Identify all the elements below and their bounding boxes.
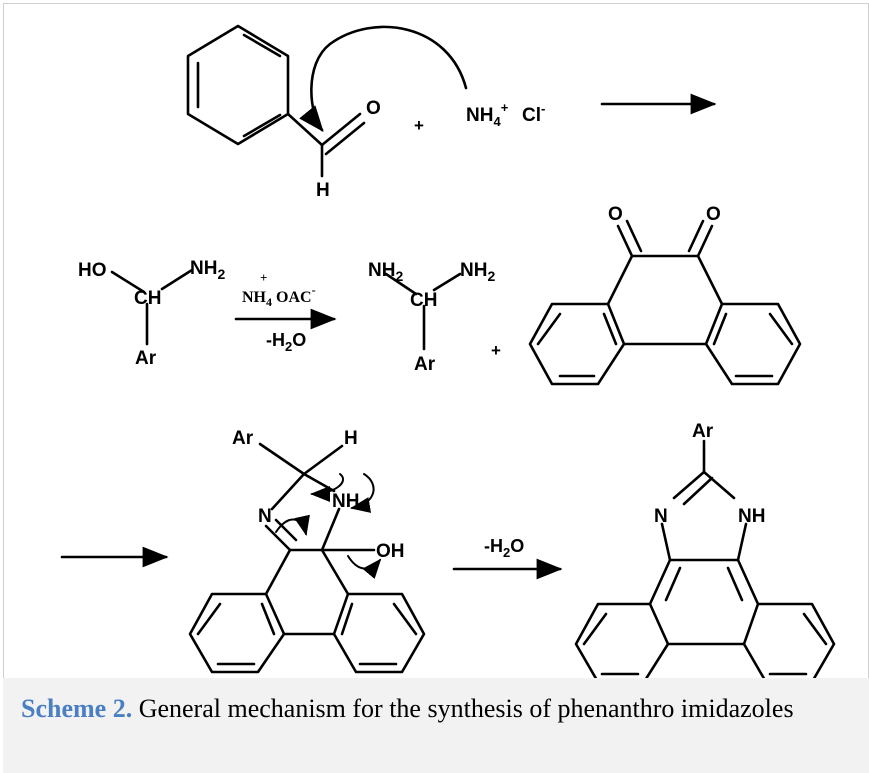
- diamine-NH2-right: NH2: [460, 260, 495, 284]
- figure-caption: Scheme 2. General mechanism for the synt…: [3, 678, 869, 773]
- diamine-Ar: Ar: [414, 354, 436, 375]
- benzaldehyde-oxygen: O: [366, 98, 381, 119]
- intermediate-H: H: [344, 428, 358, 449]
- caption-label: Scheme 2.: [21, 694, 133, 723]
- quinone-oxygen-right: O: [706, 204, 721, 225]
- diamine-structure: [384, 272, 462, 351]
- intermediate-OH: OH: [376, 541, 405, 562]
- ammonium-ion: NH4+: [466, 100, 509, 129]
- electron-push-arrows: [275, 473, 382, 579]
- benzaldehyde-structure: [186, 24, 366, 178]
- reagent-ammonium-acetate: NH4 OAC-: [242, 283, 316, 309]
- diamine-NH2-left: NH2: [368, 260, 403, 284]
- water-loss-2: -H2O: [484, 536, 524, 560]
- phenanthroimidazole-structure: [574, 439, 836, 680]
- product-Ar: Ar: [692, 421, 714, 442]
- chloride-ion: Cl-: [522, 101, 545, 126]
- scheme-figure: O H + NH4+ Cl- HO NH2 CH Ar + NH4 OAC- -…: [3, 3, 869, 773]
- product-NH: NH: [738, 506, 765, 527]
- aminol-HO: HO: [78, 260, 107, 281]
- benzaldehyde-hydrogen: H: [316, 180, 330, 201]
- aminol-CH: CH: [134, 288, 161, 309]
- reaction-scheme: O H + NH4+ Cl- HO NH2 CH Ar + NH4 OAC- -…: [60, 24, 836, 680]
- water-loss-1: -H2O: [266, 330, 306, 354]
- intermediate-NH: NH: [332, 491, 359, 512]
- aminol-NH2: NH2: [190, 258, 225, 282]
- product-N: N: [654, 506, 668, 527]
- phenanthrenequinone-structure: [528, 219, 802, 386]
- caption-text: General mechanism for the synthesis of p…: [132, 694, 794, 723]
- quinone-oxygen-left: O: [608, 204, 623, 225]
- reagent-plus: +: [260, 270, 267, 285]
- intermediate-Ar: Ar: [232, 428, 254, 449]
- aminol-structure: [110, 268, 194, 346]
- plus-sign-2: +: [491, 341, 501, 360]
- plus-sign-1: +: [414, 116, 424, 135]
- intermediate-N: N: [258, 506, 272, 527]
- curved-attack-arrow: [299, 25, 468, 133]
- aminol-Ar: Ar: [135, 348, 157, 369]
- diamine-CH: CH: [410, 290, 437, 311]
